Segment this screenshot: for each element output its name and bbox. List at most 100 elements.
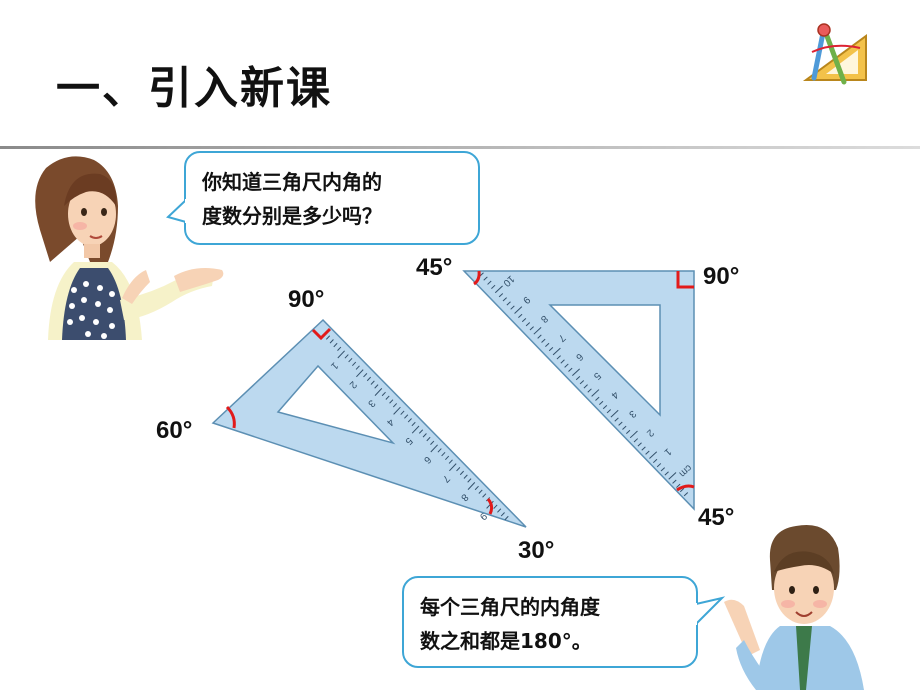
- ruler-tick: [389, 399, 394, 404]
- ruler-tick: [614, 417, 619, 422]
- ruler-tick: [355, 365, 360, 370]
- left-30-arc: [486, 498, 494, 515]
- ruler-tick: [672, 479, 677, 484]
- ruler-tick: [329, 339, 334, 344]
- ruler-tick: [474, 485, 479, 491]
- right-angle-45-bottom-label: 45°: [698, 504, 735, 531]
- ruler-tick: [525, 322, 531, 327]
- ruler-tick: [478, 489, 483, 494]
- ruler-tick: [348, 357, 353, 363]
- ruler-tick: [404, 414, 409, 419]
- ruler-tick: [449, 463, 457, 472]
- ruler-tick: [363, 373, 368, 378]
- ruler-tick: [381, 391, 386, 397]
- ruler-tick: [400, 410, 405, 415]
- ruler-tick: [325, 335, 331, 340]
- ruler-tick: [599, 400, 604, 406]
- ruler-digit: 5: [591, 370, 603, 382]
- left-angle-30-label: 30°: [518, 537, 555, 564]
- ruler-tick: [591, 389, 600, 397]
- ruler-tick: [482, 493, 487, 498]
- ruler-tick: [510, 305, 515, 310]
- ruler-tick: [633, 438, 639, 443]
- ruler-tick: [618, 421, 623, 426]
- ruler-tick: [487, 280, 492, 285]
- ruler-tick: [370, 380, 375, 385]
- ruler-tick: [385, 395, 390, 400]
- right-45-bottom-arc: [676, 484, 695, 492]
- ruler-tick: [483, 276, 488, 281]
- ruler-tick: [587, 388, 592, 393]
- ruler-tick: [337, 346, 342, 351]
- left-angle-90-label: 90°: [288, 286, 325, 313]
- ruler-digit: 7: [555, 332, 567, 344]
- ruler-tick: [625, 429, 631, 435]
- ruler-tick: [500, 512, 505, 517]
- ruler-tick: [467, 478, 472, 483]
- ruler-tick: [575, 376, 581, 381]
- ruler-tick: [506, 301, 511, 306]
- ruler-tick: [437, 448, 442, 453]
- right-angle-45-top-label: 45°: [416, 254, 453, 281]
- ruler-tick: [448, 459, 453, 464]
- ruler-tick: [497, 508, 502, 513]
- ruler-tick: [610, 409, 619, 418]
- ruler-tick: [502, 297, 507, 302]
- ruler-tick: [629, 430, 638, 439]
- ruler-tick: [441, 451, 446, 457]
- ruler-tick: [426, 436, 431, 442]
- ruler-tick: [418, 429, 424, 434]
- ruler-tick: [556, 355, 561, 360]
- ruler-tick: [456, 467, 461, 472]
- ruler-tick: [393, 406, 401, 415]
- ruler-tick: [572, 368, 581, 377]
- ruler-tick: [529, 326, 534, 331]
- ruler-tick: [333, 342, 338, 348]
- ruler-tick: [430, 440, 435, 445]
- right-45-top-arc: [473, 270, 481, 286]
- ruler-tick: [491, 284, 496, 289]
- ruler-tick: [444, 455, 450, 461]
- ruler-tick: [676, 483, 681, 488]
- question-bubble: 你知道三角尺内角的 度数分别是多少吗？: [184, 151, 480, 245]
- ruler-tick: [579, 380, 585, 385]
- ruler-tick: [649, 451, 658, 459]
- compass-and-set-square-icon: [802, 23, 867, 85]
- ruler-tick: [493, 504, 498, 509]
- ruler-tick: [541, 338, 546, 343]
- ruler-tick: [430, 444, 438, 453]
- ruler-tick: [664, 471, 669, 476]
- ruler-tick: [560, 359, 565, 364]
- ruler-tick: [374, 388, 383, 396]
- ruler-digit: 8: [538, 313, 550, 325]
- ruler-tick: [583, 384, 588, 389]
- answer-bubble: 每个三角尺的内角度 数之和都是180°。: [402, 576, 698, 668]
- ruler-tick: [568, 367, 573, 372]
- ruler-tick: [545, 342, 550, 347]
- question-line-2: 度数分别是多少吗？: [202, 204, 382, 228]
- ruler-tick: [366, 376, 372, 382]
- ruler-tick: [351, 361, 357, 367]
- ruler-tick: [459, 470, 465, 476]
- ruler-tick: [595, 396, 600, 401]
- left-60-arc: [225, 405, 236, 429]
- answer-line-2: 数之和都是180°。: [420, 629, 592, 653]
- ruler-tick: [537, 334, 542, 339]
- ruler-tick: [422, 433, 427, 438]
- ruler-tick: [668, 472, 677, 480]
- ruler-tick: [521, 317, 527, 323]
- ruler-tick: [637, 442, 642, 447]
- ruler-tick: [407, 418, 412, 423]
- ruler-tick: [679, 487, 685, 493]
- ruler-tick: [552, 347, 561, 356]
- ruler-tick: [514, 306, 523, 314]
- ruler-digit: 4: [608, 389, 620, 401]
- ruler-tick: [602, 405, 608, 410]
- right-angle-90-label: 90°: [703, 263, 740, 290]
- ruler-tick: [337, 350, 345, 359]
